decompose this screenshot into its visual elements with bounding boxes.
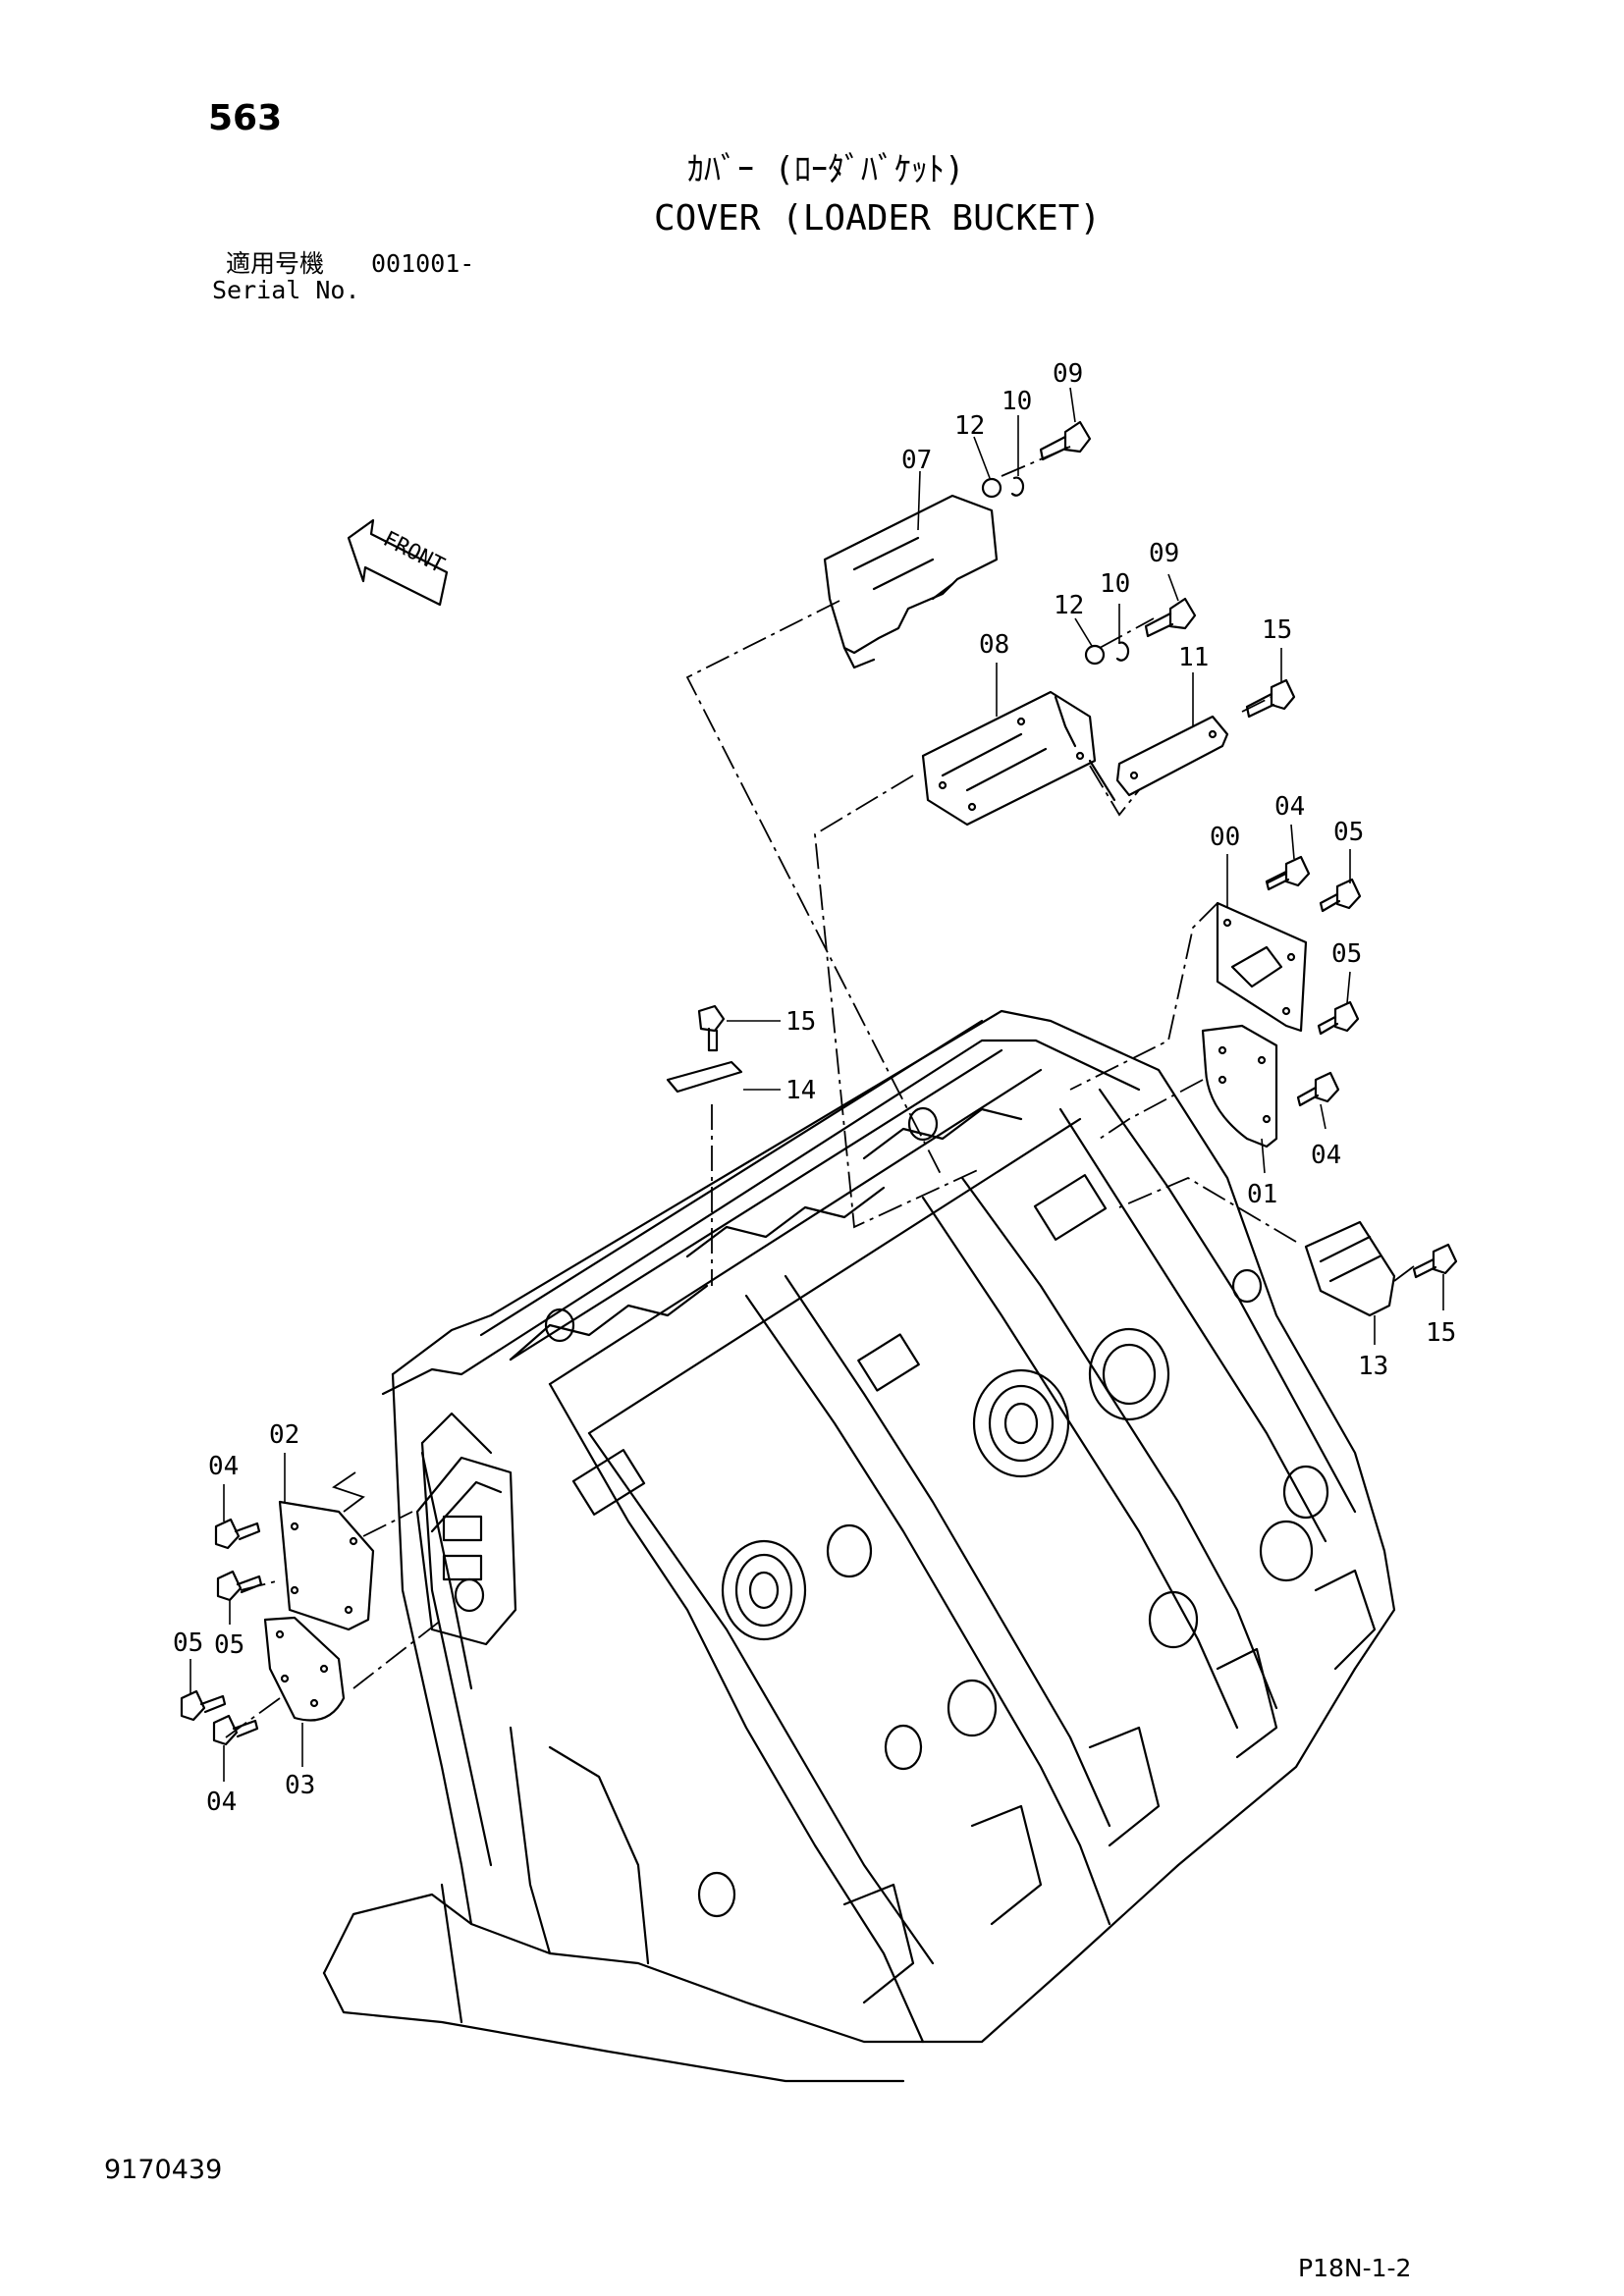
serial-label-japanese: 適用号機: [226, 249, 325, 278]
callout-09-middle: 09: [1149, 539, 1179, 568]
callout-14: 14: [785, 1076, 816, 1105]
callout-04-left-upper: 04: [208, 1452, 239, 1481]
callout-15-upper: 15: [1262, 615, 1292, 645]
part-15-bolt-lower-right: [1412, 1243, 1458, 1279]
front-arrow-icon: FRONT: [347, 518, 448, 607]
part-11-plate: [1115, 715, 1229, 797]
part-15-bolt-center: [697, 1004, 726, 1052]
part-03-plate: [263, 1616, 346, 1722]
callout-13: 13: [1358, 1352, 1388, 1381]
part-04-bolt-left-upper: [214, 1518, 261, 1550]
part-09-bolt-middle: [1144, 597, 1197, 638]
callout-09-upper: 09: [1053, 359, 1083, 389]
part-04-bolt-middle-right: [1296, 1071, 1340, 1107]
title-english: COVER (LOADER BUCKET): [654, 198, 1102, 239]
callout-04-upper-right: 04: [1274, 792, 1305, 822]
callout-07: 07: [901, 446, 932, 475]
part-10-lockwasher-middle: [1115, 641, 1130, 662]
part-04-bolt-upper-right: [1265, 855, 1311, 891]
part-10-lockwasher-upper: [1010, 476, 1025, 497]
callout-12-middle: 12: [1054, 591, 1084, 620]
part-07-bracket: [823, 494, 999, 669]
document-code: 9170439: [104, 2155, 223, 2185]
callout-04-left-lower: 04: [206, 1788, 237, 1817]
sheet-reference: P18N-1-2: [1298, 2254, 1412, 2282]
part-15-bolt-upper-right: [1245, 678, 1296, 719]
callout-12-upper: 12: [954, 411, 985, 441]
part-09-bolt-upper: [1039, 420, 1092, 461]
part-00-bracket: [1216, 901, 1308, 1033]
callout-05-middle-right: 05: [1331, 939, 1362, 969]
part-02-plate: [278, 1500, 375, 1631]
callout-01: 01: [1247, 1180, 1277, 1209]
callout-05-left-upper: 05: [214, 1630, 244, 1660]
part-05-bolt-upper-right: [1319, 878, 1362, 913]
callout-10-upper: 10: [1001, 387, 1032, 416]
callout-02: 02: [269, 1420, 299, 1450]
callout-11: 11: [1178, 643, 1209, 672]
front-arrow-label: FRONT: [379, 527, 448, 578]
callout-08: 08: [979, 630, 1009, 660]
part-14-shim: [666, 1060, 743, 1094]
callout-03: 03: [285, 1771, 315, 1800]
callout-labels: 09 10 12 07 09 10 12 08 11 15 00 04 05 0…: [173, 359, 1456, 1817]
loader-bucket-body: [322, 1009, 1396, 2083]
part-05-bolt-left-lower: [180, 1689, 227, 1722]
page-number: 563: [208, 98, 283, 138]
part-12-washer-upper: [981, 477, 1002, 499]
serial-number-value: 001001-: [371, 249, 475, 278]
callout-15-center: 15: [785, 1007, 816, 1037]
callout-00: 00: [1210, 823, 1240, 852]
serial-label-english: Serial No.: [212, 276, 360, 304]
callout-04-middle-right: 04: [1311, 1141, 1341, 1170]
part-12-washer-middle: [1084, 644, 1106, 666]
part-08-plate: [921, 690, 1116, 827]
title-japanese: ｶﾊﾞｰ (ﾛｰﾀﾞﾊﾞｹｯﾄ): [687, 150, 965, 189]
callout-15-lower-right: 15: [1426, 1318, 1456, 1348]
callout-10-middle: 10: [1100, 569, 1130, 599]
part-13-block: [1304, 1220, 1396, 1317]
part-01-plate: [1201, 1024, 1278, 1148]
part-05-bolt-middle-right: [1317, 1000, 1360, 1036]
callout-05-upper-right: 05: [1333, 818, 1364, 847]
callout-05-left-lower: 05: [173, 1629, 203, 1658]
